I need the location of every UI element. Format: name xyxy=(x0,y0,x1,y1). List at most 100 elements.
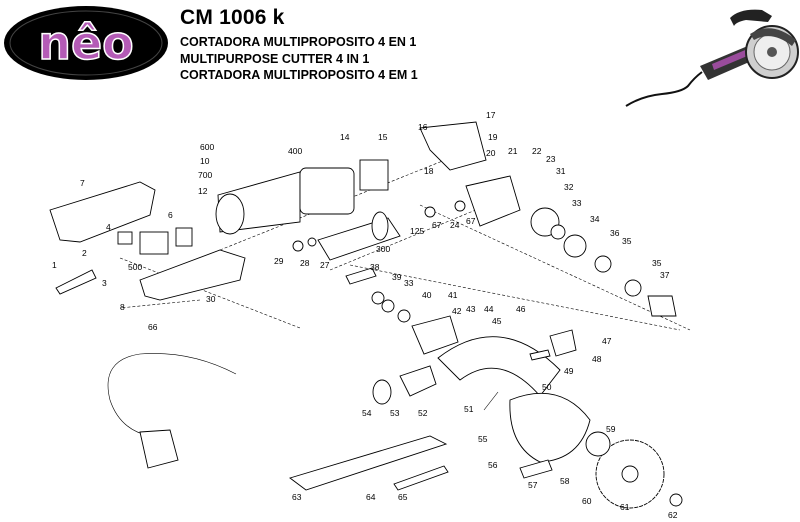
part-label-24: 24 xyxy=(450,220,460,230)
part-label-49: 49 xyxy=(564,366,574,376)
part-label-32: 32 xyxy=(564,182,574,192)
part-label-67a: 67 xyxy=(432,220,442,230)
part-label-60: 60 xyxy=(582,496,592,506)
part-label-51: 51 xyxy=(464,404,474,414)
part-label-300: 300 xyxy=(376,244,390,254)
part-label-600: 600 xyxy=(200,142,214,152)
part-label-17: 17 xyxy=(486,110,496,120)
part-label-47: 47 xyxy=(602,336,612,346)
part-label-500: 500 xyxy=(128,262,142,272)
part-label-38: 38 xyxy=(370,262,380,272)
bearing-67b xyxy=(454,200,466,212)
pin-49 xyxy=(529,349,551,361)
part-label-23: 23 xyxy=(546,154,556,164)
part-label-67b: 67 xyxy=(466,216,476,226)
part-label-52: 52 xyxy=(418,408,428,418)
part-label-4: 4 xyxy=(106,222,111,232)
bearing-27 xyxy=(307,237,317,247)
part-label-34: 34 xyxy=(590,214,600,224)
upper-blade-guard xyxy=(437,336,561,397)
part-label-57: 57 xyxy=(528,480,538,490)
ring-35b xyxy=(624,279,642,297)
part-label-65: 65 xyxy=(398,492,408,502)
power-cord xyxy=(107,353,237,437)
screw-51 xyxy=(483,391,499,411)
part-label-58: 58 xyxy=(560,476,570,486)
cable-sleeve xyxy=(55,269,97,295)
part-label-43: 43 xyxy=(466,304,476,314)
part-label-33b: 33 xyxy=(404,278,414,288)
part-label-700: 700 xyxy=(198,170,212,180)
handle-housing-left xyxy=(49,181,156,243)
reducer-ring-59 xyxy=(585,431,611,457)
part-label-53: 53 xyxy=(390,408,400,418)
part-label-10: 10 xyxy=(200,156,210,166)
part-label-30: 30 xyxy=(206,294,216,304)
part-label-39: 39 xyxy=(392,272,402,282)
part-label-35b: 35 xyxy=(652,258,662,268)
depth-knob-48 xyxy=(549,329,577,357)
part-label-28: 28 xyxy=(300,258,310,268)
ring-35a xyxy=(594,255,612,273)
part-label-1: 1 xyxy=(52,260,57,270)
lower-blade-guard xyxy=(509,392,591,463)
dust-cap-54 xyxy=(372,379,392,405)
part-label-19: 19 xyxy=(488,132,498,142)
svg-text:nêo: nêo xyxy=(38,16,134,70)
switch-trigger xyxy=(175,227,193,247)
switch-block xyxy=(139,231,169,255)
part-label-59: 59 xyxy=(606,424,616,434)
part-label-45: 45 xyxy=(492,316,502,326)
part-label-44: 44 xyxy=(484,304,494,314)
bearing-33a xyxy=(550,224,566,240)
part-labels: 1 2 3 4 500 6 7 8 600 10 700 12 400 14 1… xyxy=(52,110,678,520)
bearing-67a xyxy=(424,206,436,218)
spindle-37 xyxy=(647,295,677,317)
part-label-400: 400 xyxy=(288,146,302,156)
part-label-16: 16 xyxy=(418,122,428,132)
part-label-66: 66 xyxy=(148,322,158,332)
part-label-29: 29 xyxy=(274,256,284,266)
blade-hub xyxy=(621,465,639,483)
gear-housing xyxy=(465,175,521,227)
part-label-125: 125 xyxy=(410,226,424,236)
part-label-50: 50 xyxy=(542,382,552,392)
blade-nut-62 xyxy=(669,493,683,507)
part-label-35a: 35 xyxy=(622,236,632,246)
part-label-54: 54 xyxy=(362,408,372,418)
assembly-axis-lines xyxy=(119,149,691,331)
product-photo xyxy=(625,9,799,107)
part-label-21: 21 xyxy=(508,146,518,156)
part-label-33a: 33 xyxy=(572,198,582,208)
part-label-62: 62 xyxy=(668,510,678,520)
part-label-56: 56 xyxy=(488,460,498,470)
lock-lever-57 xyxy=(519,459,553,479)
title-line-english: MULTIPURPOSE CUTTER 4 IN 1 xyxy=(180,52,370,66)
part-label-63: 63 xyxy=(292,492,302,502)
guide-rail-65 xyxy=(393,465,449,491)
exploded-parts-diagram: 1 2 3 4 500 6 7 8 600 10 700 12 400 14 1… xyxy=(49,110,691,520)
part-label-14: 14 xyxy=(340,132,350,142)
part-label-7: 7 xyxy=(80,178,85,188)
header: nêo CM 1006 k CORTADORA MULTIPROPOSITO 4… xyxy=(0,0,800,107)
part-label-61: 61 xyxy=(620,502,630,512)
part-label-12: 12 xyxy=(198,186,208,196)
flange-34 xyxy=(563,234,587,258)
part-label-18: 18 xyxy=(424,166,434,176)
title-line-portuguese: CORTADORA MULTIPROPOSITO 4 EM 1 xyxy=(180,68,418,82)
part-label-64: 64 xyxy=(366,492,376,502)
part-label-3: 3 xyxy=(102,278,107,288)
handle-housing-right xyxy=(139,249,246,301)
part-label-48: 48 xyxy=(592,354,602,364)
part-label-41: 41 xyxy=(448,290,458,300)
seal-40 xyxy=(397,309,411,323)
part-label-27: 27 xyxy=(320,260,330,270)
part-label-31: 31 xyxy=(556,166,566,176)
part-label-15: 15 xyxy=(378,132,388,142)
bearing-39 xyxy=(371,291,385,305)
bearing-28 xyxy=(292,240,304,252)
base-plate xyxy=(289,435,448,491)
rear-cover xyxy=(359,159,389,191)
side-handle xyxy=(419,121,487,171)
part-label-6: 6 xyxy=(168,210,173,220)
